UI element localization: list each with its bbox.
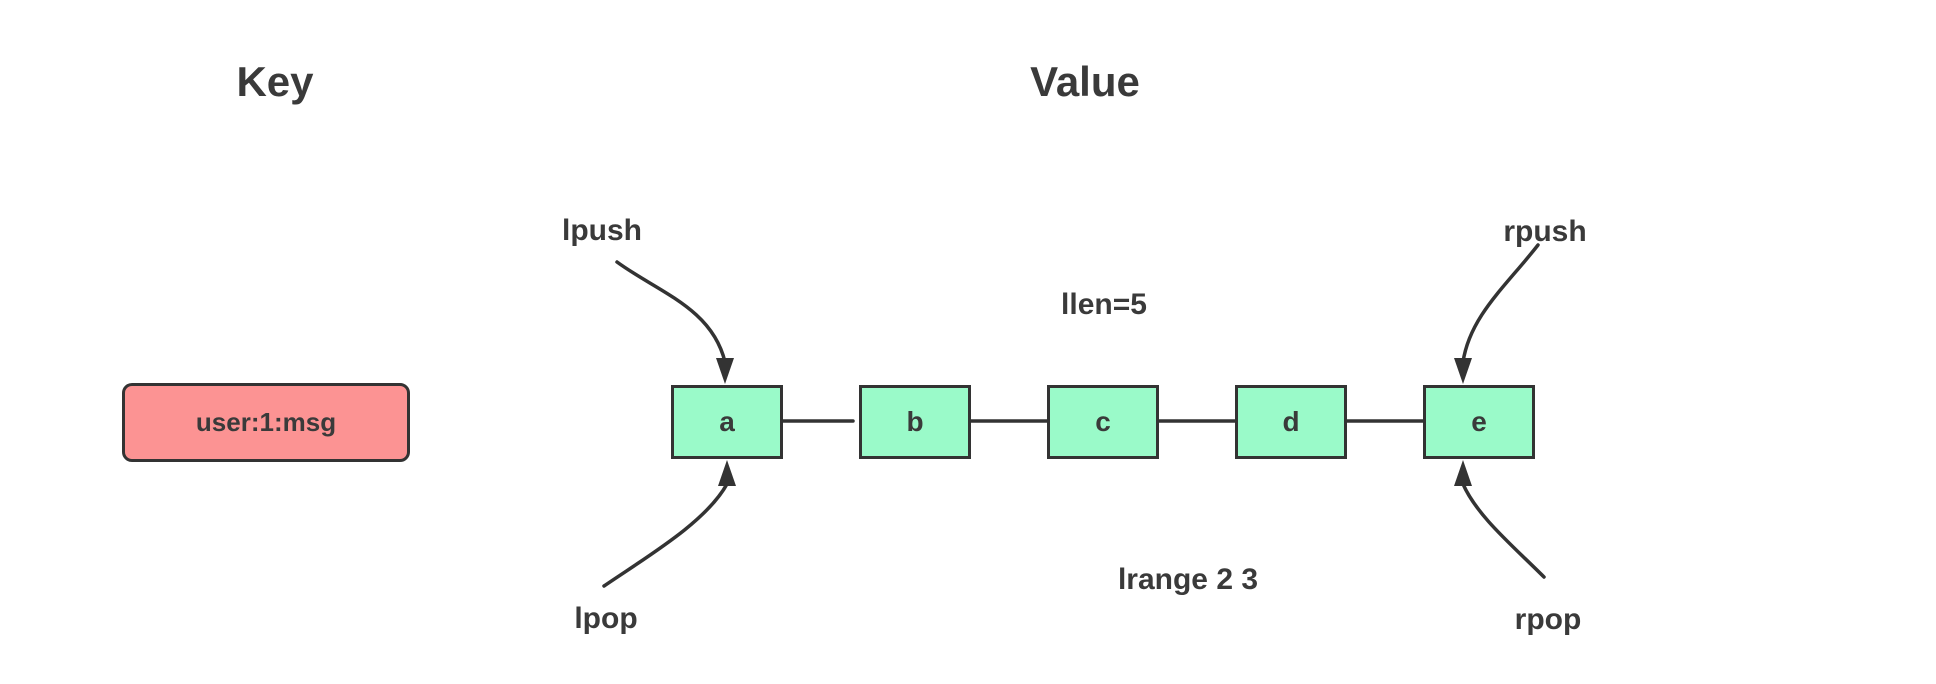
node-label: e — [1471, 406, 1487, 437]
key-box: user:1:msg — [122, 383, 410, 462]
list-node-a: a — [671, 385, 783, 459]
rpush-arrow — [1461, 243, 1540, 364]
list-node-d: d — [1235, 385, 1347, 459]
lpop-arrowhead — [718, 460, 736, 486]
lrange-annotation: lrange 2 3 — [1117, 563, 1259, 596]
lpop-arrow — [602, 482, 729, 588]
node-label: d — [1282, 406, 1300, 437]
node-label: c — [1095, 406, 1111, 437]
lpop-label: lpop — [574, 602, 638, 635]
node-label: a — [719, 406, 735, 437]
rpop-arrow — [1461, 482, 1546, 579]
llen-annotation: llen=5 — [1061, 288, 1147, 321]
value-heading: Value — [1030, 58, 1140, 105]
rpop-label: rpop — [1514, 603, 1582, 636]
list-node-e: e — [1423, 385, 1535, 459]
list-node-b: b — [859, 385, 971, 459]
rpop-arrowhead — [1454, 460, 1472, 486]
node-label: b — [906, 406, 924, 437]
rpush-arrowhead — [1454, 358, 1472, 384]
lpush-arrow — [615, 260, 727, 364]
lpush-label: lpush — [562, 214, 642, 247]
key-heading: Key — [236, 58, 314, 105]
list-node-c: c — [1047, 385, 1159, 459]
rpush-label: rpush — [1503, 215, 1587, 248]
key-label: user:1:msg — [195, 407, 337, 437]
lpush-arrowhead — [716, 358, 734, 384]
